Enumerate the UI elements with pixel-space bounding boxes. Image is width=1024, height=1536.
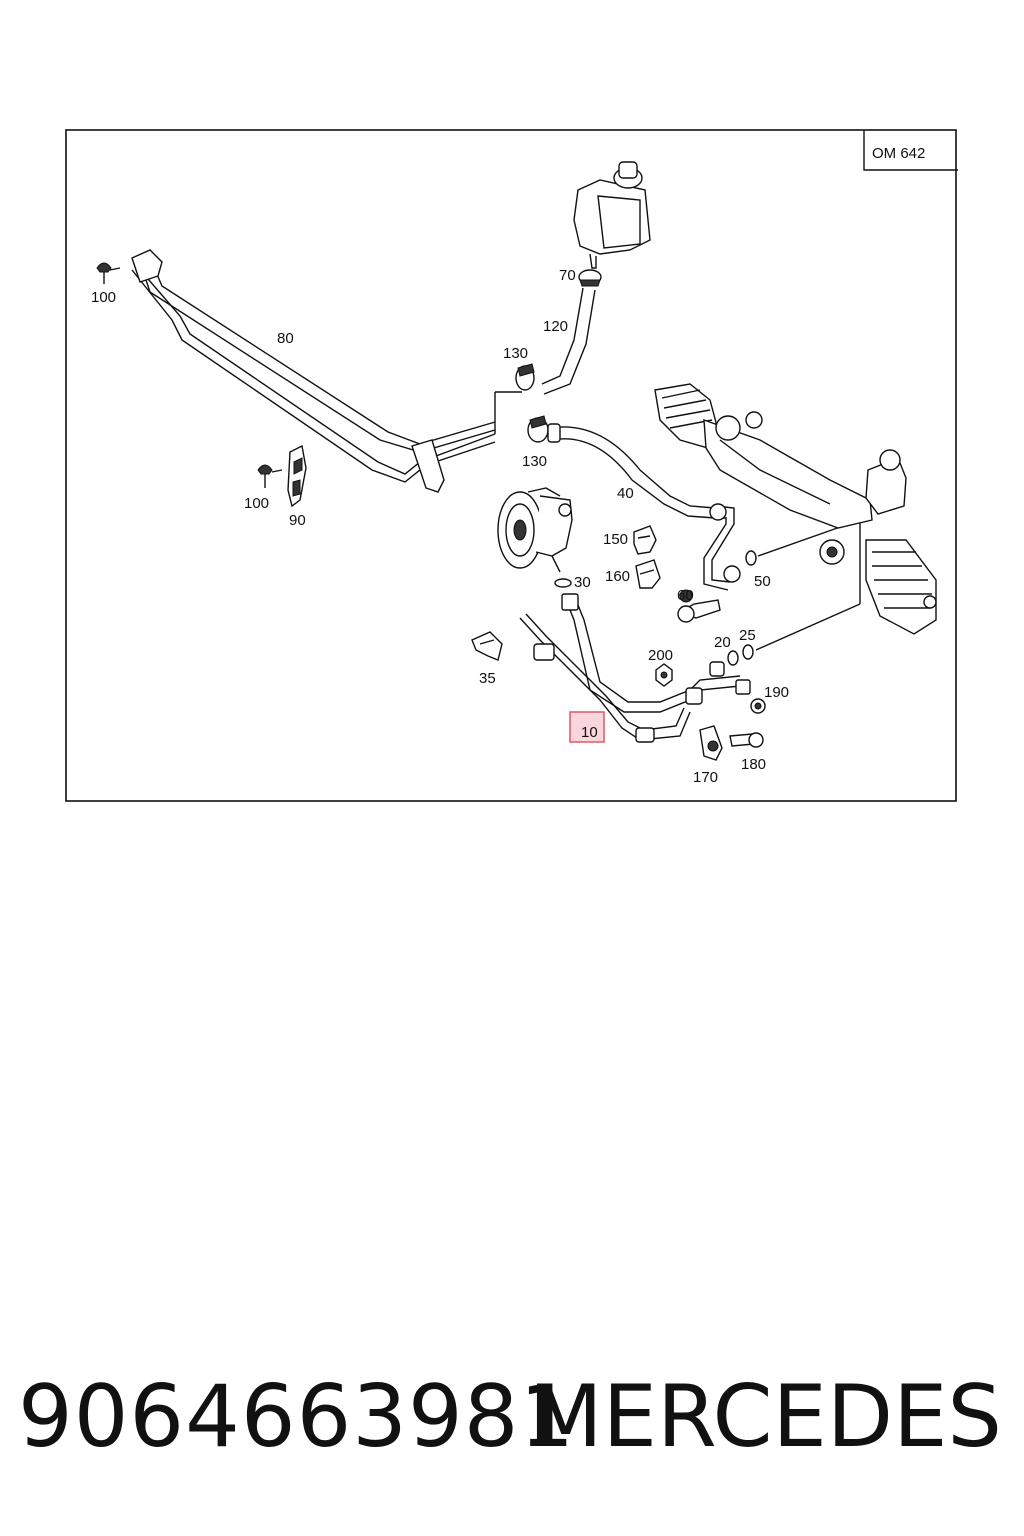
highlight-box-10: [569, 711, 605, 743]
bolt-100-mid: [257, 464, 283, 488]
o-ring-20: [727, 650, 739, 666]
footer: 9064663981 MERCEDES: [0, 1362, 1024, 1472]
engine-label: OM 642: [872, 145, 925, 162]
o-ring-25: [742, 644, 754, 660]
hose-40: [547, 423, 716, 519]
brand-name: MERCEDES: [528, 1367, 1002, 1467]
power-steering-pump: [497, 487, 573, 573]
hose-120: [541, 287, 596, 395]
diagram-frame: [65, 129, 957, 802]
engine-label-box: OM 642: [863, 130, 958, 171]
fitting-pipe-60: [703, 503, 741, 591]
nut-190: [750, 698, 766, 714]
parts-diagram: OM 642: [65, 129, 958, 802]
callout-40: 40: [617, 485, 634, 502]
part-number: 9064663981: [18, 1367, 576, 1467]
fluid-reservoir: [573, 161, 651, 269]
clamp-170: [699, 725, 723, 761]
clamp-130-lower: [527, 415, 549, 443]
bracket-90: [287, 444, 307, 508]
nut-200: [655, 663, 673, 687]
bolt-100-top: [96, 262, 121, 284]
callout-200: 200: [648, 647, 673, 664]
o-ring-30: [554, 578, 572, 588]
callout-180: 180: [741, 756, 766, 773]
return-pipe-80: [131, 249, 522, 493]
clip-160: [635, 559, 661, 589]
callout-100-mid: 100: [244, 495, 269, 512]
callout-30: 30: [574, 574, 591, 591]
callout-150: 150: [603, 531, 628, 548]
callout-80: 80: [277, 330, 294, 347]
callout-90: 90: [289, 512, 306, 529]
pressure-line-10: [519, 593, 751, 743]
clamp-70: [578, 269, 602, 287]
callout-50: 50: [754, 573, 771, 590]
callout-35: 35: [479, 670, 496, 687]
callout-20: 20: [714, 634, 731, 651]
bolt-60: [677, 589, 721, 623]
bracket-35: [471, 631, 503, 661]
callout-25: 25: [739, 627, 756, 644]
clamp-130-upper: [515, 363, 535, 391]
callout-130-upper: 130: [503, 345, 528, 362]
callout-10: 10: [581, 724, 598, 741]
callout-70: 70: [559, 267, 576, 284]
callout-190: 190: [764, 684, 789, 701]
steering-rack: [654, 383, 937, 635]
callout-130-lower: 130: [522, 453, 547, 470]
o-ring-50: [745, 550, 757, 566]
callout-60: 60: [677, 587, 694, 604]
clip-150: [633, 525, 657, 555]
bolt-180: [729, 732, 764, 748]
callout-100-top: 100: [91, 289, 116, 306]
callout-120: 120: [543, 318, 568, 335]
callout-160: 160: [605, 568, 630, 585]
callout-170: 170: [693, 769, 718, 786]
